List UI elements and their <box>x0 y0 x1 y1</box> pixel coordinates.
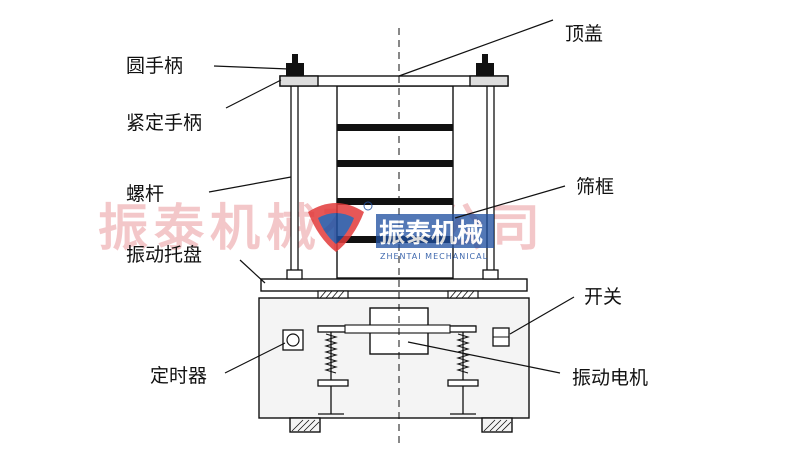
tray-mounts <box>317 290 479 299</box>
screw-rod-right <box>486 81 495 279</box>
lock-handle-right <box>469 75 509 87</box>
round-handle-right <box>476 63 494 76</box>
round-handles <box>286 54 494 76</box>
timer-knob <box>282 329 304 351</box>
sieve-ring-1 <box>337 124 453 131</box>
logo-text: 振泰机械 <box>379 219 483 249</box>
sieve-ring-3 <box>337 198 453 205</box>
foot-hatch <box>291 419 512 432</box>
tray-mount-hatch <box>319 290 475 299</box>
leader-lines <box>208 19 575 374</box>
power-switch <box>492 327 510 347</box>
label-switch: 开关 <box>584 286 622 308</box>
top-cover <box>279 75 509 87</box>
sieve-frame <box>336 85 454 279</box>
label-sieve-frame: 筛框 <box>576 176 614 198</box>
label-screw-rod: 螺杆 <box>126 183 164 205</box>
motor-mount-plate <box>344 324 451 334</box>
vibration-tray <box>260 278 528 292</box>
label-lock-handle: 紧定手柄 <box>126 112 202 134</box>
label-top-cover: 顶盖 <box>565 23 603 45</box>
label-vibration-tray: 振动托盘 <box>126 244 202 266</box>
label-round-handle: 圆手柄 <box>126 55 183 77</box>
logo-subtext: ZHENTAI MECHANICAL <box>380 252 488 261</box>
watermark-logo: 振泰机械 ZHENTAI MECHANICAL <box>308 201 494 261</box>
screw-rod-left <box>290 81 299 279</box>
logo-icon <box>308 201 373 252</box>
lock-handle-left <box>279 75 319 87</box>
label-timer: 定时器 <box>150 365 207 387</box>
round-handle-left <box>286 63 304 76</box>
sieve-stack <box>336 85 454 279</box>
label-vibration-motor: 振动电机 <box>572 367 648 389</box>
sieve-ring-2 <box>337 160 453 167</box>
